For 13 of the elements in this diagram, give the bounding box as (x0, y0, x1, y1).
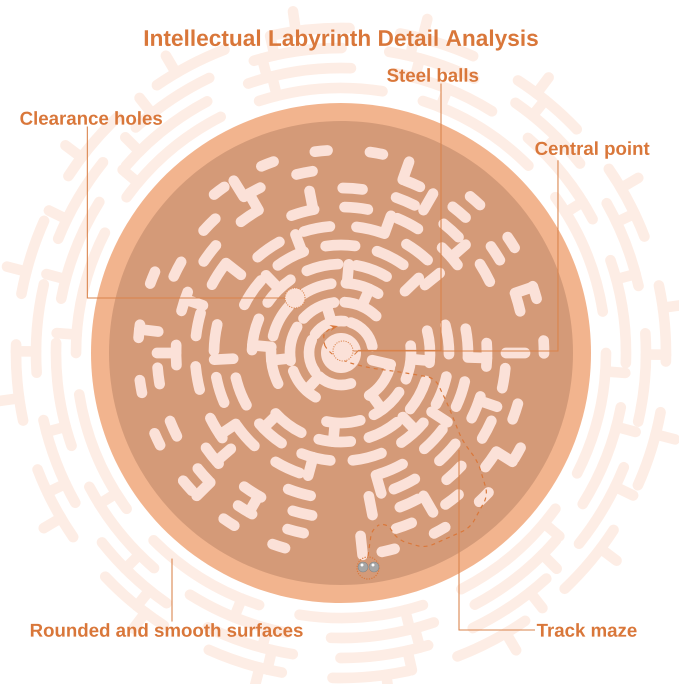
hole-marker (332, 340, 354, 362)
callout-label: Track maze (536, 623, 637, 637)
leader-line (86, 126, 284, 299)
callout-label: Clearance holes (20, 111, 162, 125)
title: Intellectual Labyrinth Detail Analysis (144, 29, 538, 51)
hole-marker (284, 287, 306, 309)
leader-line (458, 450, 535, 631)
callout-label: Rounded and smooth surfaces (30, 623, 303, 637)
callout-label: Central point (535, 141, 650, 159)
leader-line (171, 558, 173, 622)
leader-line (354, 160, 559, 352)
leader-line (354, 83, 442, 355)
callout-label: Steel balls (387, 68, 478, 82)
